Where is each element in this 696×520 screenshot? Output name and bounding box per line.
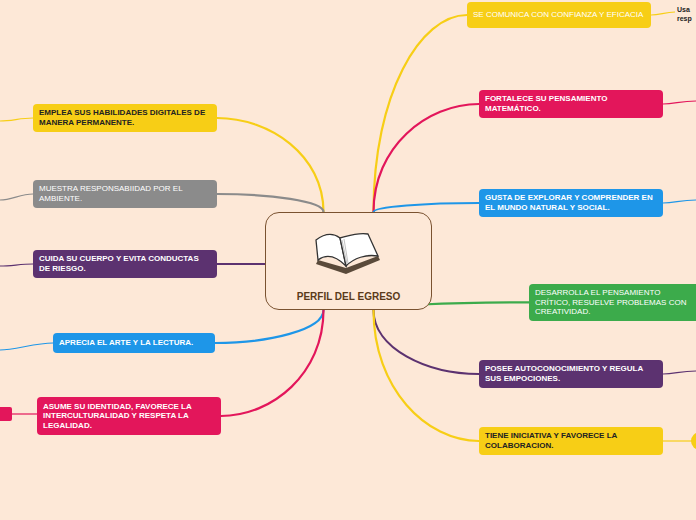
branch-box: CUIDA SU CUERPO Y EVITA CONDUCTAS DE RIE… [33, 250, 217, 278]
branch-connector [374, 310, 480, 441]
branch-connector [374, 104, 480, 212]
node-text: APRECIA EL ARTE Y LA LECTURA. [59, 338, 209, 348]
branch-connector [217, 118, 324, 212]
branch-connector [374, 310, 480, 374]
stub-line [0, 264, 33, 266]
node-text: MUESTRA RESPONSABIIDAD POR EL AMBIENTE. [39, 184, 211, 203]
stub-line [0, 343, 53, 350]
branch-connector [221, 310, 324, 416]
stub-line [663, 440, 692, 441]
branch-box: DESARROLLA EL PENSAMIENTO CRÍTICO, RESUE… [529, 284, 696, 321]
node-text: DESARROLLA EL PENSAMIENTO CRÍTICO, RESUE… [535, 288, 690, 317]
stub-line [663, 101, 696, 104]
node-text: CUIDA SU CUERPO Y EVITA CONDUCTAS DE RIE… [39, 254, 211, 273]
stub-line [0, 194, 33, 200]
node-text: TIENE INICIATIVA Y FAVORECE LA COLABORAC… [485, 431, 657, 450]
stub-line [651, 12, 675, 15]
cut-text: Usa [677, 6, 690, 14]
branch-connector [374, 203, 480, 212]
book-spine [342, 239, 348, 264]
branch-box: TIENE INICIATIVA Y FAVORECE LA COLABORAC… [479, 427, 663, 455]
branch-box: FORTALECE SU PENSAMIENTO MATEMÁTICO. [479, 90, 663, 118]
branch-box: MUESTRA RESPONSABIIDAD POR EL AMBIENTE. [33, 180, 217, 208]
branch-box: GUSTA DE EXPLORAR Y COMPRENDER EN EL MUN… [479, 189, 663, 217]
branch-connector [217, 263, 265, 265]
cut-node [691, 432, 696, 450]
node-text: ASUME SU IDENTIDAD, FAVORECE LA INTERCUL… [43, 402, 215, 431]
branch-connector [215, 310, 324, 343]
branch-connector [374, 15, 468, 212]
branch-connector [217, 194, 324, 212]
stub-line [0, 118, 33, 121]
node-text: SE COMUNICA CON CONFIANZA Y EFICACIA [473, 10, 645, 20]
branch-box: APRECIA EL ARTE Y LA LECTURA. [53, 333, 215, 353]
branch-box: SE COMUNICA CON CONFIANZA Y EFICACIA [467, 2, 651, 28]
stub-line [663, 200, 696, 203]
node-text: EMPLEA SUS HABILIDADES DIGITALES DE MANE… [39, 108, 211, 127]
node-text: GUSTA DE EXPLORAR Y COMPRENDER EN EL MUN… [485, 193, 657, 212]
branch-box: ASUME SU IDENTIDAD, FAVORECE LA INTERCUL… [37, 397, 221, 435]
node-text: FORTALECE SU PENSAMIENTO MATEMÁTICO. [485, 94, 657, 113]
node-text: POSEE AUTOCONOCIMIENTO Y REGULA SUS EMPO… [485, 364, 657, 383]
branch-box: EMPLEA SUS HABILIDADES DIGITALES DE MANE… [33, 104, 217, 132]
stub-line [663, 371, 696, 374]
book-icon [312, 230, 384, 278]
cut-text: resp [677, 15, 692, 23]
cut-node [0, 407, 12, 421]
stub-line [12, 413, 37, 414]
node-text: PERFIL DEL EGRESO [272, 291, 425, 303]
branch-box: POSEE AUTOCONOCIMIENTO Y REGULA SUS EMPO… [479, 360, 663, 388]
